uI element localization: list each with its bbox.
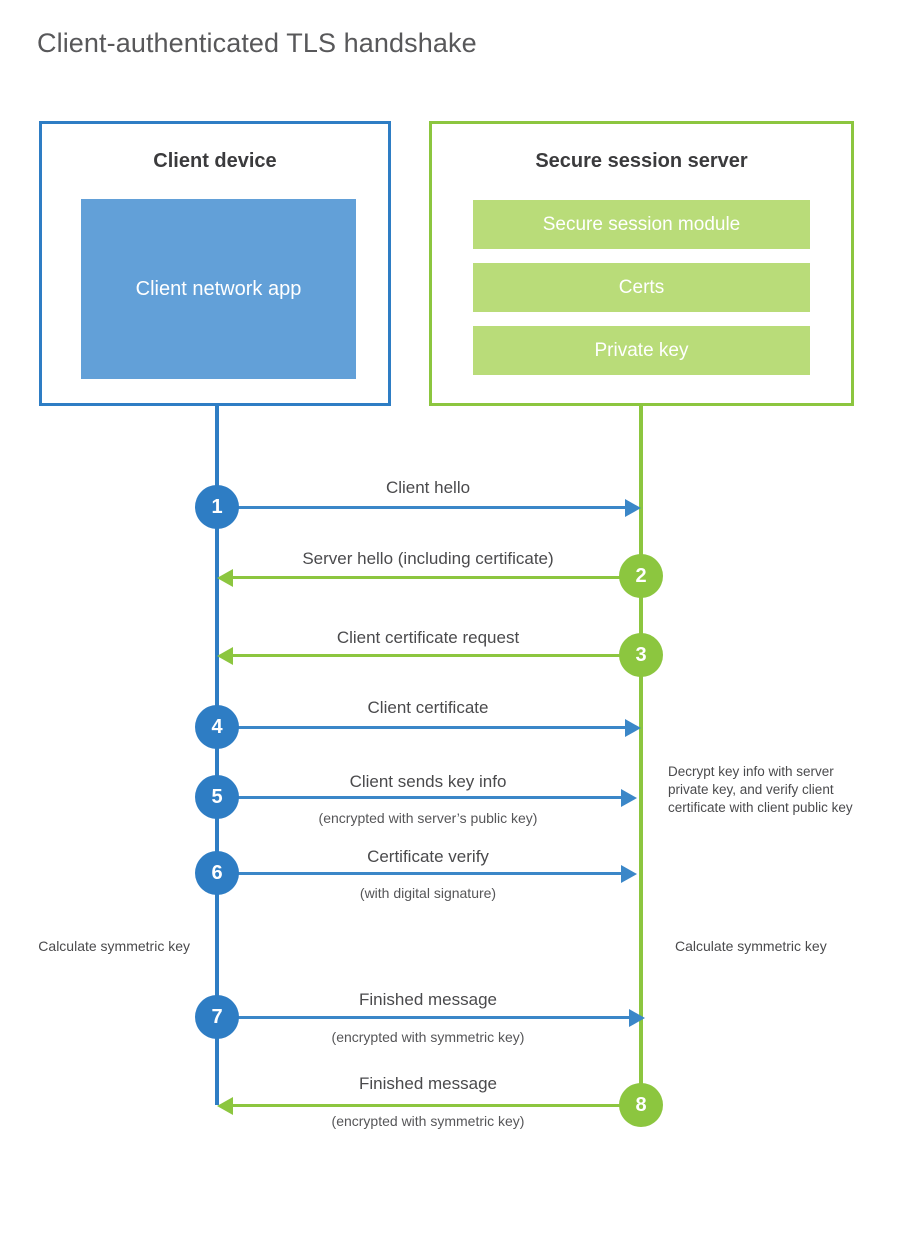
step-badge-5[interactable]: 5 <box>195 775 239 819</box>
message-sublabel-5: (encrypted with server’s public key) <box>318 810 538 826</box>
message-line-7 <box>217 1016 629 1019</box>
message-line-4 <box>217 726 625 729</box>
client-calculate-symmetric-key-note: Calculate symmetric key <box>38 938 190 954</box>
step-badge-3[interactable]: 3 <box>619 633 663 677</box>
arrow-head-3 <box>217 646 233 665</box>
step-badge-4[interactable]: 4 <box>195 705 239 749</box>
client-device-box: Client device Client network app <box>39 121 391 406</box>
message-label-8: Finished message <box>359 1074 497 1093</box>
message-sublabel-8: (encrypted with symmetric key) <box>331 1113 525 1129</box>
message-line-3 <box>233 654 641 657</box>
server-calculate-symmetric-key-note: Calculate symmetric key <box>675 938 827 954</box>
arrow-head-5 <box>621 788 637 807</box>
message-label-6: Certificate verify <box>367 847 489 866</box>
server-decrypt-note: Decrypt key info with server private key… <box>668 764 853 815</box>
message-label-7: Finished message <box>359 990 497 1009</box>
client-network-app-block: Client network app <box>81 199 356 379</box>
server-lifeline <box>639 406 643 1105</box>
secure-session-server-box: Secure session server Secure session mod… <box>429 121 854 406</box>
message-sublabel-7: (encrypted with symmetric key) <box>331 1029 525 1045</box>
message-line-6 <box>217 872 621 875</box>
message-sublabel-6: (with digital signature) <box>359 885 497 901</box>
server-module-certs: Certs <box>473 263 810 312</box>
client-lifeline <box>215 406 219 1105</box>
arrow-head-6 <box>621 864 637 883</box>
message-label-4: Client certificate <box>367 698 489 717</box>
page-title: Client-authenticated TLS handshake <box>37 28 477 58</box>
arrow-head-1 <box>625 498 641 517</box>
arrow-head-4 <box>625 718 641 737</box>
arrow-head-7 <box>629 1008 645 1027</box>
step-badge-2[interactable]: 2 <box>619 554 663 598</box>
client-device-title: Client device <box>153 150 277 172</box>
step-badge-7[interactable]: 7 <box>195 995 239 1039</box>
message-line-8 <box>233 1104 641 1107</box>
step-badge-1[interactable]: 1 <box>195 485 239 529</box>
step-badge-8[interactable]: 8 <box>619 1083 663 1127</box>
step-badge-6[interactable]: 6 <box>195 851 239 895</box>
message-label-5: Client sends key info <box>349 772 507 791</box>
message-line-1 <box>217 506 625 509</box>
message-label-2: Server hello (including certificate) <box>302 549 554 568</box>
arrow-head-2 <box>217 568 233 587</box>
message-line-5 <box>217 796 621 799</box>
server-module-private-key: Private key <box>473 326 810 375</box>
secure-session-server-title: Secure session server <box>535 150 748 172</box>
server-module-secure-session-module: Secure session module <box>473 200 810 249</box>
message-label-1: Client hello <box>385 478 471 497</box>
message-label-3: Client certificate request <box>336 628 520 647</box>
message-line-2 <box>233 576 641 579</box>
arrow-head-8 <box>217 1096 233 1115</box>
